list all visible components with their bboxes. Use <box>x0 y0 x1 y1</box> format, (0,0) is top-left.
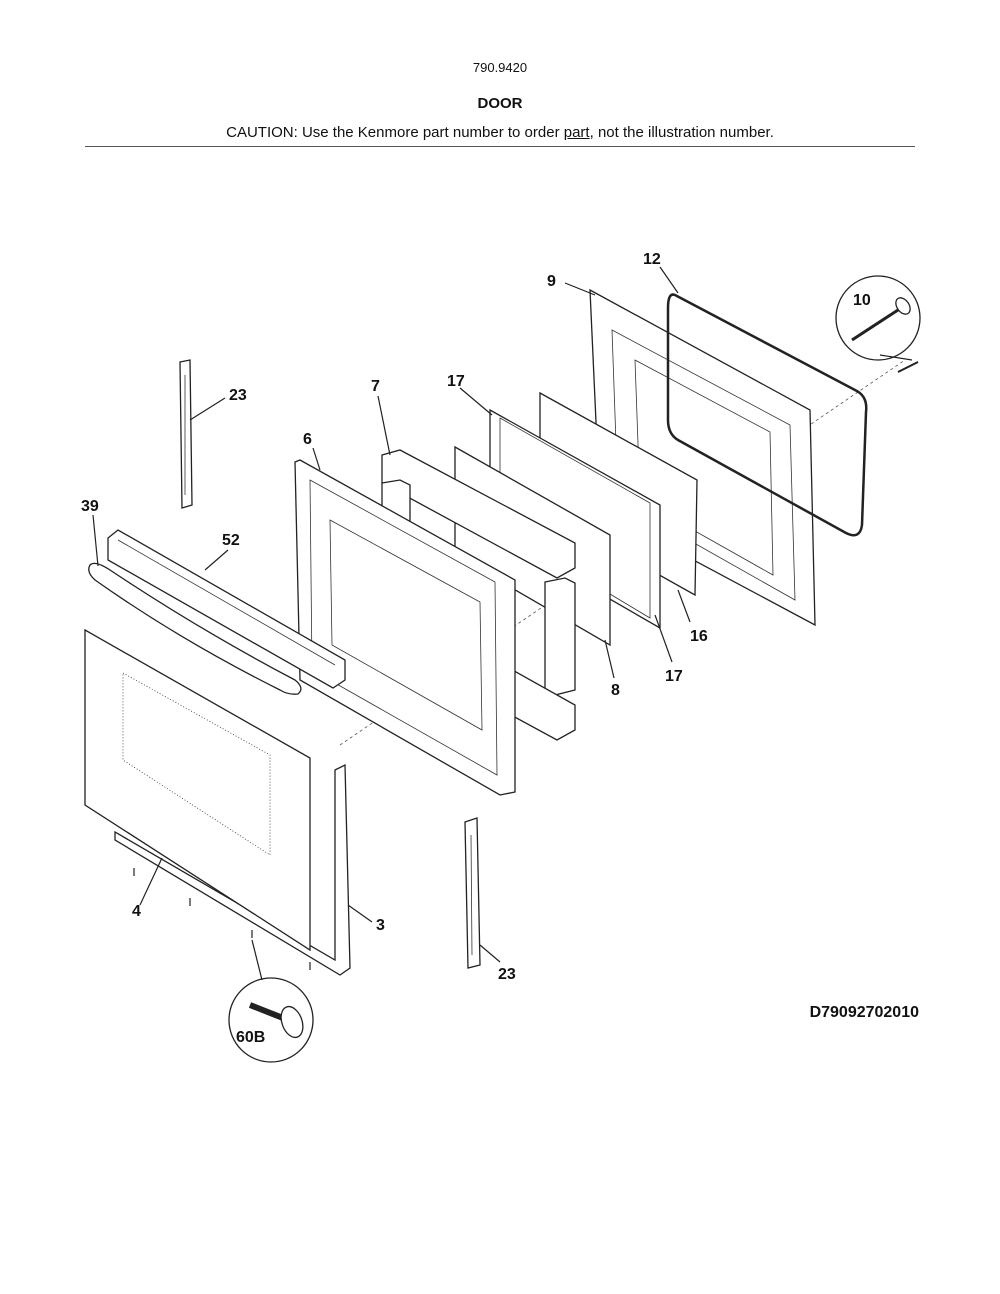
caution-suffix: , not the illustration number. <box>589 124 774 141</box>
caution-part-link[interactable]: part <box>563 124 590 141</box>
model-number: 790.9420 <box>472 60 528 75</box>
callout-39: 39 <box>81 498 99 515</box>
callout-23-upper: 23 <box>229 387 247 404</box>
diagram-code: D79092702010 <box>810 1004 920 1021</box>
callout-16: 16 <box>690 628 708 645</box>
callout-17-bottom: 17 <box>665 668 683 685</box>
hinge-lower-23 <box>464 817 481 969</box>
screw-detail-circle <box>228 977 314 1063</box>
door-gasket <box>666 293 868 537</box>
door-handle-39 <box>88 562 302 695</box>
handle-bracket-52 <box>107 529 346 689</box>
callout-12: 12 <box>643 251 661 268</box>
callout-52: 52 <box>222 532 240 549</box>
screws <box>133 868 311 970</box>
callout-9: 9 <box>547 273 556 290</box>
callout-23-lower: 23 <box>498 966 516 983</box>
door-liner-6 <box>294 459 516 796</box>
callout-4: 4 <box>132 903 141 920</box>
callout-17-top: 17 <box>447 373 465 390</box>
header-divider <box>85 146 915 147</box>
callout-8: 8 <box>611 682 620 699</box>
callout-7: 7 <box>371 378 380 395</box>
caution-note: CAUTION: Use the Kenmore part number to … <box>0 124 1000 141</box>
bolt-detail-circle <box>835 275 921 373</box>
section-title: DOOR <box>477 95 523 112</box>
door-front-4 <box>84 628 311 952</box>
leader-lines <box>92 266 691 981</box>
callout-60b: 60B <box>236 1029 265 1046</box>
hinge-upper-23 <box>179 359 193 509</box>
callout-6: 6 <box>303 431 312 448</box>
callout-10: 10 <box>853 292 871 309</box>
caution-prefix: CAUTION: Use the Kenmore part number to … <box>226 124 564 141</box>
callout-3: 3 <box>376 917 385 934</box>
